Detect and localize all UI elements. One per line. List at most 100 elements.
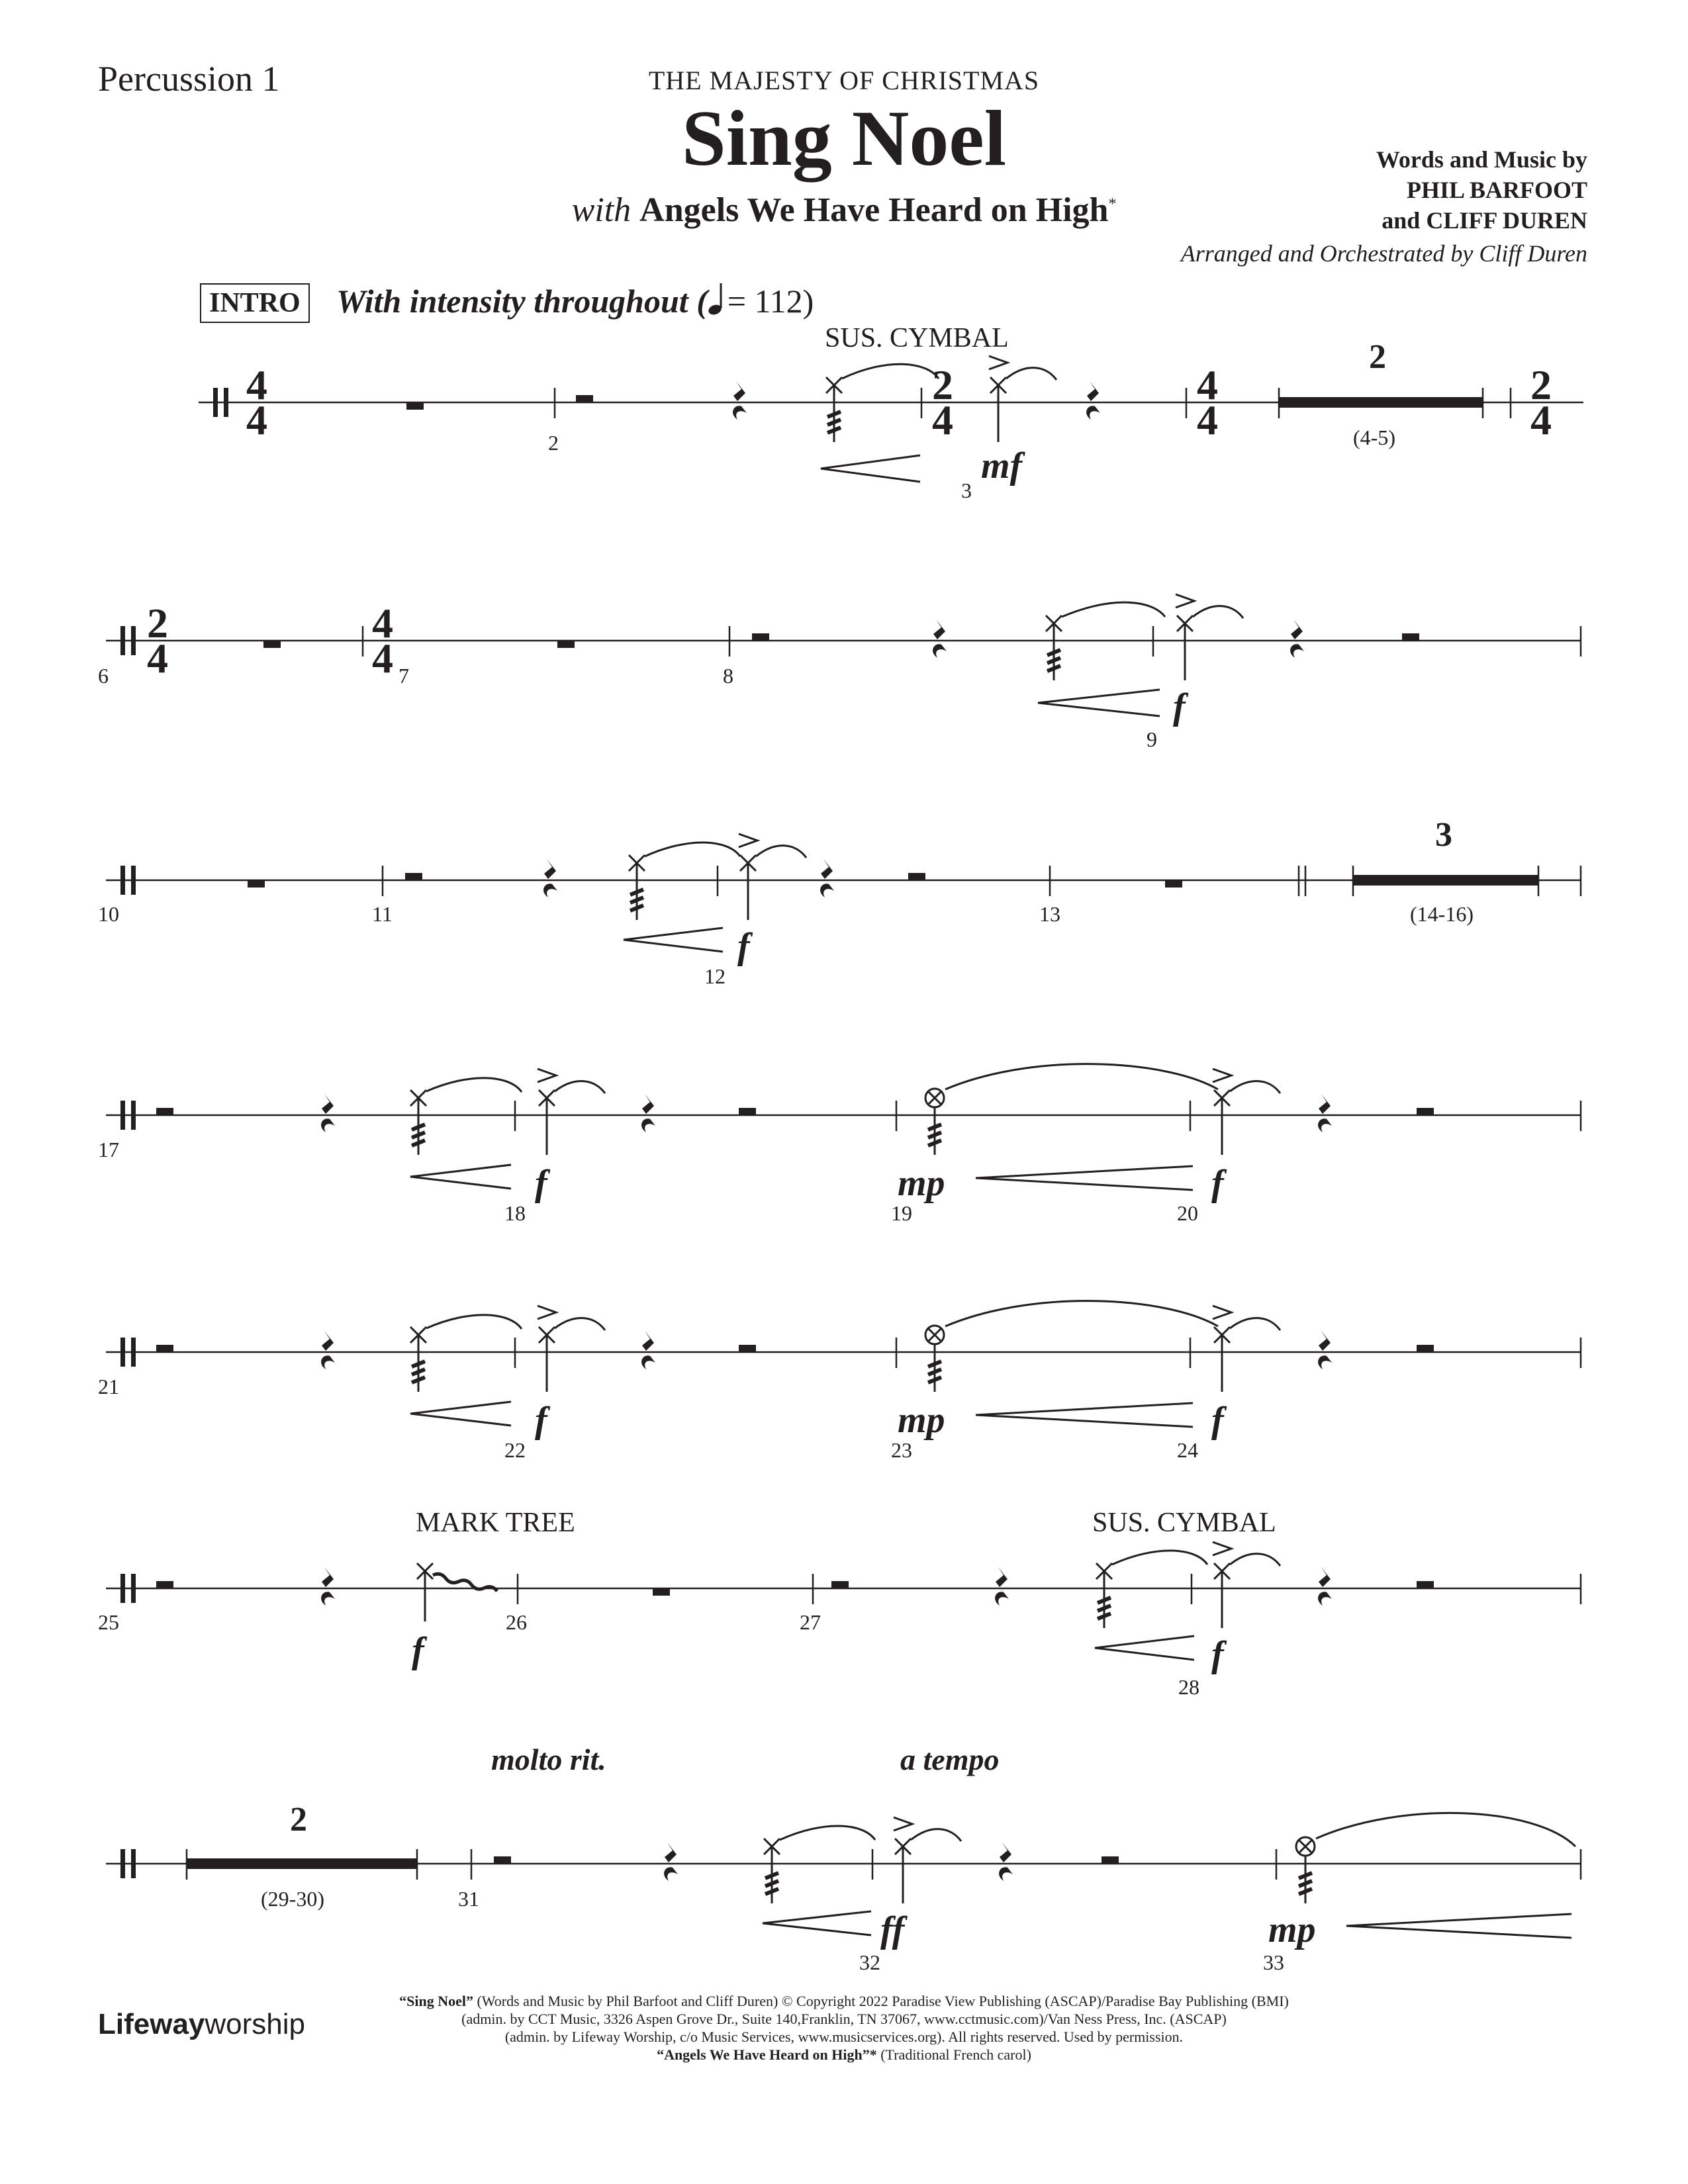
tempo-text: With intensity throughout ( [336, 283, 708, 320]
half-rest [908, 873, 925, 880]
tie [426, 1314, 523, 1330]
logo-brand: Lifeway [98, 2008, 205, 2040]
crescendo-hairpin [820, 454, 921, 483]
measure-number: 11 [372, 902, 393, 926]
measure-number: 2 [548, 431, 559, 455]
half-rest [156, 1581, 173, 1588]
measure-number: 21 [98, 1375, 119, 1398]
half-rest [156, 1108, 173, 1115]
crescendo-hairpin [410, 1400, 512, 1427]
quarter-rest [321, 1331, 335, 1369]
accent-icon [1211, 1068, 1233, 1083]
tie [1111, 1549, 1209, 1566]
quarter-rest [321, 1567, 335, 1606]
quarter-rest [733, 381, 747, 420]
half-rest [406, 402, 424, 410]
measure-number: 26 [506, 1610, 527, 1634]
tremolo-icon [412, 1361, 425, 1383]
measure-number: 13 [1039, 902, 1060, 926]
series-title: THE MAJESTY OF CHRISTMAS [648, 66, 1040, 95]
accent-icon [536, 1304, 557, 1320]
measure-number: 10 [98, 902, 119, 926]
quarter-rest [933, 619, 947, 658]
quarter-note-icon [708, 283, 722, 315]
dynamic-mark: f [1211, 1163, 1227, 1204]
measure-number: 18 [504, 1201, 526, 1225]
measure-number: 24 [1177, 1438, 1198, 1462]
quarter-rest [999, 1843, 1013, 1881]
page-title: Sing Noel [681, 94, 1007, 182]
tie [945, 1063, 1219, 1091]
half-rest [557, 641, 575, 648]
crescendo-hairpin [975, 1402, 1194, 1428]
dynamic-mark: mf [981, 445, 1026, 486]
copyright-footer: “Sing Noel” (Words and Music by Phil Bar… [0, 1992, 1688, 2064]
tremolo-icon [1098, 1598, 1111, 1619]
footer-carol-title: “Angels We Have Heard on High”* [657, 2046, 877, 2063]
time-signature-top: 2 [147, 600, 168, 647]
footer-line-4: (Traditional French carol) [876, 2046, 1031, 2063]
time-signature-bottom: 4 [372, 635, 393, 682]
tremolo-icon [1047, 650, 1060, 671]
crescendo-hairpin [762, 1910, 872, 1936]
multirest-range: (4-5) [1353, 426, 1395, 449]
half-rest [405, 873, 422, 880]
subtitle-mark: * [1108, 195, 1117, 213]
measure-number: 9 [1147, 727, 1157, 751]
measure-number: 7 [399, 664, 409, 688]
tremolo-icon [765, 1873, 778, 1894]
quarter-rest [1290, 619, 1304, 658]
footer-line-2: (admin. by CCT Music, 3326 Aspen Grove D… [461, 2011, 1227, 2027]
half-rest [1417, 1581, 1434, 1588]
publisher-logo: Lifewayworship [98, 2008, 305, 2041]
tie [554, 1080, 606, 1094]
footer-line-3: (admin. by Lifeway Worship, c/o Music Se… [504, 2028, 1184, 2045]
measure-number: 3 [961, 478, 972, 502]
logo-product: worship [205, 2008, 306, 2040]
system-3: 10 11 12 f 13 3 (14-16) [98, 816, 1582, 988]
half-rest [1417, 1108, 1434, 1115]
tremolo-icon [412, 1124, 425, 1146]
circled-x-notehead [924, 1087, 945, 1109]
time-signature-bottom: 4 [1197, 396, 1218, 443]
time-signature-top: 2 [1530, 361, 1552, 408]
dynamic-mark: f [1211, 1400, 1227, 1441]
instrument-label: SUS. CYMBAL [825, 323, 1009, 353]
half-rest [739, 1345, 756, 1352]
multi-measure-rest [187, 1858, 417, 1869]
measure-number: 23 [891, 1438, 912, 1462]
subtitle-song: Angels We Have Heard on High [639, 191, 1109, 229]
system-6: 25 MARK TREE f 26 27 SUS. CYMBAL 28 f [98, 1508, 1582, 1699]
time-signature-top: 4 [372, 600, 393, 647]
accent-icon [536, 1068, 557, 1083]
tie [1192, 605, 1244, 619]
tremolo-icon [928, 1361, 941, 1383]
tie [1315, 1811, 1577, 1848]
tie [841, 363, 940, 380]
accent-icon [988, 355, 1009, 371]
tremolo-icon [630, 889, 643, 911]
half-rest [653, 1588, 670, 1596]
credits-line-1: Words and Music by [1376, 146, 1587, 173]
glissando-wave-icon [432, 1572, 499, 1592]
half-rest [752, 633, 769, 641]
measure-number: 33 [1263, 1950, 1284, 1974]
quarter-rest [995, 1567, 1009, 1606]
instrument-label: SUS. CYMBAL [1092, 1508, 1276, 1538]
system-4: 17 18 f 19 mp 20 f [98, 1063, 1582, 1225]
measure-number: 28 [1178, 1675, 1199, 1699]
half-rest [1417, 1345, 1434, 1352]
accent-icon [892, 1816, 914, 1832]
dynamic-mark: ff [880, 1909, 908, 1950]
accent-icon [1211, 1541, 1233, 1557]
quarter-rest [543, 859, 557, 897]
crescendo-hairpin [1094, 1635, 1195, 1661]
quarter-rest [820, 859, 834, 897]
tie [554, 1317, 606, 1331]
quarter-rest [641, 1331, 655, 1369]
system-2: 2 4 6 4 4 7 8 9 f [98, 593, 1582, 751]
arranger-credit: Arranged and Orchestrated by Cliff Duren [1180, 240, 1587, 267]
multirest-count: 2 [1369, 338, 1386, 376]
measure-number: 12 [704, 964, 726, 988]
